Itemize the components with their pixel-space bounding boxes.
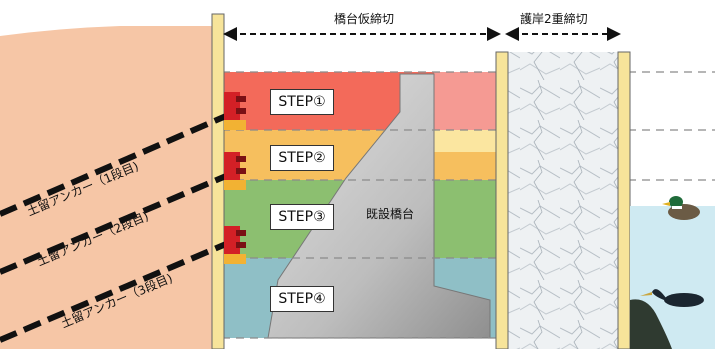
step1-band-light	[434, 72, 497, 130]
cofferdam-label: 橋台仮締切	[334, 12, 395, 26]
revetment-label: 護岸2重締切	[520, 12, 588, 26]
duck-icon	[662, 196, 700, 220]
riverbank-rock	[630, 299, 672, 349]
step4-label: STEP④	[270, 286, 334, 312]
step2-band-light	[434, 130, 497, 152]
anchor-head-icon	[224, 92, 246, 130]
anchor-head-icon	[224, 152, 246, 190]
step1-label: STEP①	[270, 89, 334, 115]
soil-area	[0, 26, 212, 349]
cormorant-icon	[640, 289, 704, 307]
anchor-head-icon	[224, 226, 246, 264]
step3-label: STEP③	[270, 204, 334, 230]
revetment-fill	[508, 52, 618, 349]
revetment-wall-right	[617, 51, 631, 349]
revetment-wall-left	[495, 51, 509, 349]
step2-label: STEP②	[270, 145, 334, 171]
anchor-lines	[0, 113, 228, 343]
abutment-label: 既設橋台	[366, 207, 415, 221]
